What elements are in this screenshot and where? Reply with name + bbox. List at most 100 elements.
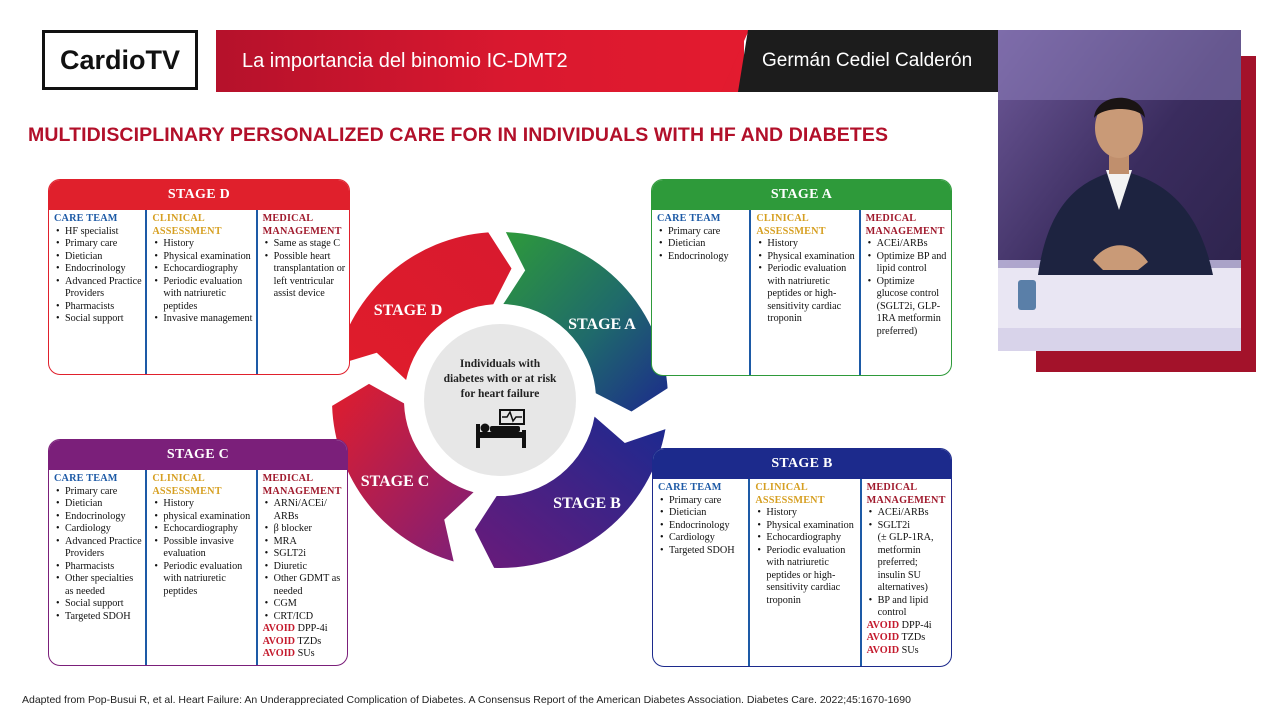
medical-heading-2: MANAGEMENT (866, 494, 946, 506)
stage-d-header: STAGE D (49, 180, 349, 210)
clinical-heading-2: ASSESSMENT (152, 225, 222, 237)
avoid-item: AVOID TZDs (263, 636, 344, 649)
clinical-heading-2: ASSESSMENT (152, 485, 222, 497)
list-item: Targeted SDOH (54, 611, 142, 624)
list-item: ARNi/ACEi/ ARBs (263, 498, 344, 523)
avoid-label: AVOID (866, 644, 900, 656)
list-item: Possible heart transplantation or left v… (263, 251, 346, 301)
list-item: MRA (263, 536, 344, 549)
avoid-label: AVOID (262, 635, 296, 647)
ring-label-stage-d: STAGE D (374, 302, 443, 319)
stage-b-clinical-assessment: CLINICAL ASSESSMENT HistoryPhysical exam… (748, 479, 859, 666)
ring-label-stage-c: STAGE C (361, 473, 430, 490)
slide-title: MULTIDISCIPLINARY PERSONALIZED CARE FOR … (28, 124, 889, 146)
stage-d-care-team: CARE TEAM HF specialistPrimary careDieti… (49, 210, 145, 374)
care-team-heading: CARE TEAM (54, 473, 118, 484)
list-item: Invasive management (152, 313, 252, 326)
center-text-line-1: Individuals with (460, 358, 541, 370)
list-item: Endocrinology (658, 520, 745, 533)
hospital-bed-icon (476, 409, 526, 448)
cardiotv-logo: CardioTV (42, 30, 198, 90)
medical-heading-2: MANAGEMENT (865, 225, 945, 237)
list-item: Pharmacists (54, 561, 142, 574)
list-item: Social support (54, 313, 142, 326)
list-item: Other specialties as needed (54, 573, 142, 598)
clinical-heading-1: CLINICAL (755, 482, 808, 493)
ring-segment-stage-d (335, 232, 512, 381)
avoid-drug: SUs (297, 648, 315, 659)
medical-heading-1: MEDICAL (262, 213, 314, 224)
list-item: ACEi/ARBs (867, 507, 948, 520)
list-item: History (755, 507, 856, 520)
avoid-item: AVOID SUs (867, 645, 948, 658)
list-item: CRT/ICD (263, 611, 344, 624)
medical-heading-1: MEDICAL (262, 473, 314, 484)
center-circle (424, 324, 576, 476)
avoid-label: AVOID (262, 648, 296, 659)
stage-a-header: STAGE A (652, 180, 951, 210)
list-item: History (152, 238, 252, 251)
list-item: Dietician (658, 507, 745, 520)
stage-b-card: STAGE B CARE TEAM Primary careDieticianE… (652, 448, 952, 667)
list-item: Optimize glucose control (SGLT2i, GLP-1R… (866, 276, 948, 339)
list-item: physical examination (152, 511, 252, 524)
care-team-heading: CARE TEAM (54, 213, 118, 224)
ring-segment-stage-a (503, 232, 668, 412)
stage-d-card: STAGE D CARE TEAM HF specialistPrimary c… (48, 179, 350, 375)
avoid-item: AVOID DPP-4i (867, 620, 948, 633)
list-item: SGLT2i (867, 520, 948, 533)
list-item: SGLT2i (263, 548, 344, 561)
center-text-line-3: for heart failure (461, 388, 540, 400)
stage-b-care-team: CARE TEAM Primary careDieticianEndocrino… (653, 479, 748, 666)
presenter-video (998, 30, 1241, 351)
stage-a-medical-management: MEDICAL MANAGEMENT ACEi/ARBsOptimize BP … (858, 210, 951, 375)
list-item: Echocardiography (152, 263, 252, 276)
list-item: Echocardiography (755, 532, 856, 545)
medical-heading-1: MEDICAL (865, 213, 917, 224)
list-item: ACEi/ARBs (866, 238, 948, 251)
care-team-heading: CARE TEAM (658, 482, 722, 493)
list-item: Cardiology (54, 523, 142, 536)
medical-heading-1: MEDICAL (866, 482, 918, 493)
medical-heading-2: MANAGEMENT (262, 225, 342, 237)
avoid-item: AVOID DPP-4i (263, 623, 344, 636)
program-title-bar: La importancia del binomio IC-DMT2 (216, 30, 744, 92)
stage-b-medical-management: MEDICAL MANAGEMENT ACEi/ARBsSGLT2i (± GL… (859, 479, 951, 666)
stage-a-clinical-assessment: CLINICAL ASSESSMENT HistoryPhysical exam… (749, 210, 858, 375)
center-text-line-2: diabetes with or at risk (444, 373, 557, 385)
presenter-video-image (998, 30, 1241, 351)
stage-a-care-team: CARE TEAM Primary careDieticianEndocrino… (652, 210, 749, 375)
avoid-label: AVOID (262, 623, 296, 634)
list-item: Echocardiography (152, 523, 252, 536)
list-item: Primary care (657, 226, 746, 239)
clinical-heading-1: CLINICAL (152, 473, 205, 484)
list-item: Advanced Practice Providers (54, 276, 142, 301)
list-item: History (152, 498, 252, 511)
avoid-item: AVOID TZDs (867, 632, 948, 645)
list-item: Dietician (54, 498, 142, 511)
list-item: Primary care (54, 238, 142, 251)
stage-c-medical-management: MEDICAL MANAGEMENT ARNi/ACEi/ ARBsβ bloc… (255, 470, 347, 665)
stage-d-medical-management: MEDICAL MANAGEMENT Same as stage CPossib… (255, 210, 349, 374)
list-item: BP and lipid control (867, 595, 948, 620)
list-item: Cardiology (658, 532, 745, 545)
list-item: Dietician (657, 238, 746, 251)
list-item: Other GDMT as needed (263, 573, 344, 598)
stage-b-header: STAGE B (653, 449, 951, 479)
list-item: Primary care (658, 495, 745, 508)
stage-cycle-diagram: Individuals with diabetes with or at ris… (332, 232, 668, 568)
avoid-drug: DPP-4i (297, 623, 328, 634)
avoid-drug: TZDs (297, 635, 322, 647)
list-item: Endocrinology (657, 251, 746, 264)
list-item: Social support (54, 598, 142, 611)
list-item: Physical examination (755, 520, 856, 533)
presenter-name: Germán Cediel Calderón (762, 50, 973, 71)
clinical-heading-1: CLINICAL (152, 213, 205, 224)
clinical-heading-2: ASSESSMENT (755, 494, 825, 506)
list-item: Advanced Practice Providers (54, 536, 142, 561)
list-item: Periodic evaluation with natriuretic pep… (755, 545, 856, 608)
list-item: Diuretic (263, 561, 344, 574)
avoid-item: AVOID SUs (263, 648, 344, 661)
list-item: Periodic evaluation with natriuretic pep… (152, 561, 252, 599)
avoid-label: AVOID (866, 619, 900, 631)
